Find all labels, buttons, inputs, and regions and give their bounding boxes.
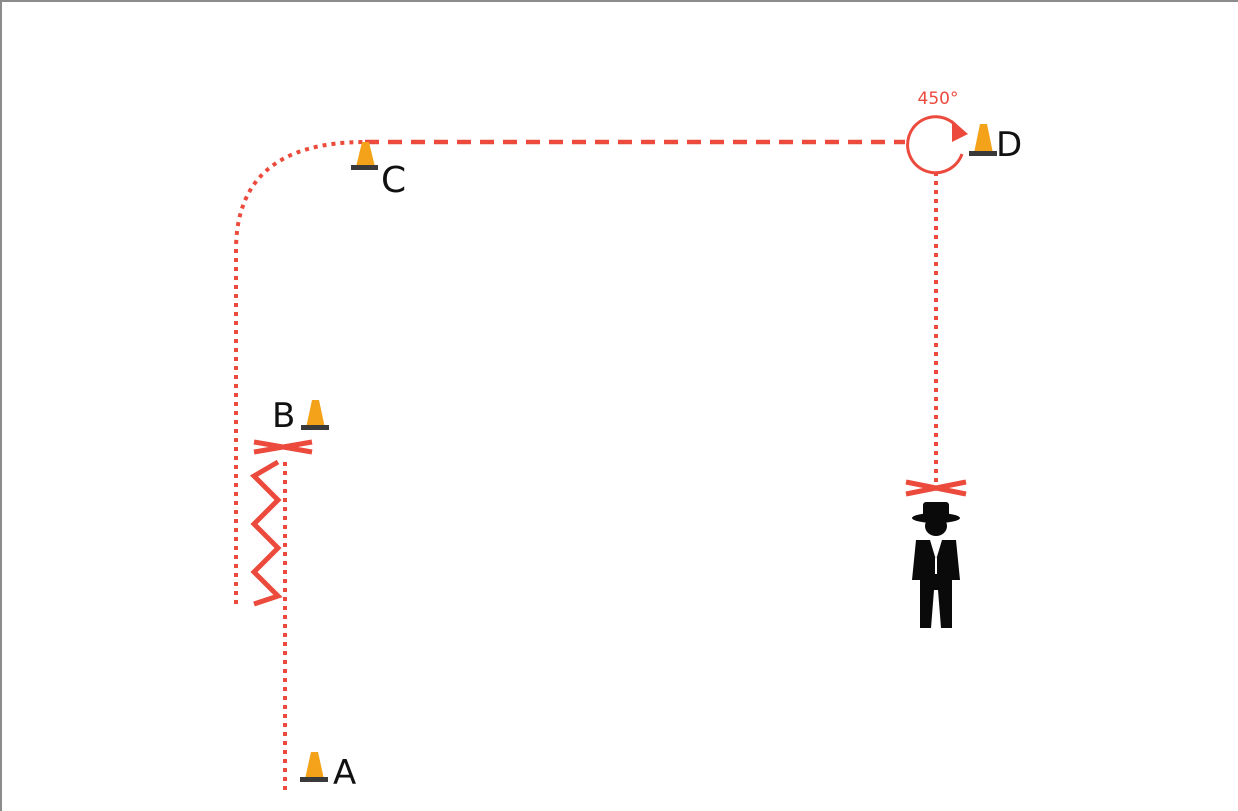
turn-circle bbox=[906, 115, 968, 175]
cone-c-label: C bbox=[381, 160, 406, 201]
cone-d-icon bbox=[969, 124, 997, 156]
cone-a-label: A bbox=[333, 753, 356, 793]
zigzag-segment bbox=[249, 459, 283, 607]
cone-a-icon bbox=[300, 752, 328, 782]
cone-d-label: D bbox=[996, 125, 1022, 165]
person-icon bbox=[912, 502, 960, 628]
stop-marker-figure bbox=[905, 479, 967, 497]
stop-marker-b bbox=[253, 439, 313, 455]
cone-b-icon bbox=[301, 400, 329, 430]
path-b-to-c bbox=[234, 140, 366, 604]
cone-c-icon bbox=[351, 142, 378, 170]
turn-angle-label: 450° bbox=[918, 89, 959, 109]
cone-b-label: B bbox=[272, 396, 295, 436]
